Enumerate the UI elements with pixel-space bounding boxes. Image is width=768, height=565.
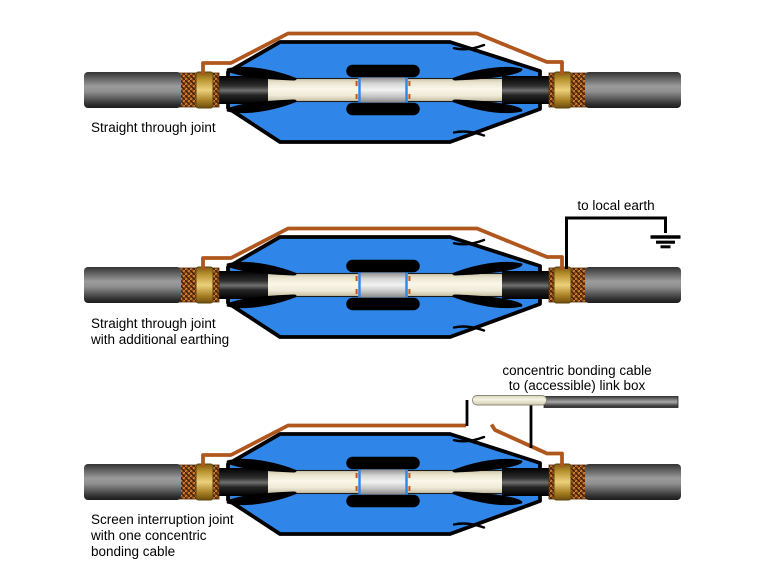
copper-screen-wire xyxy=(201,226,564,270)
bonding-leads xyxy=(465,400,533,448)
earth-wire xyxy=(565,216,667,269)
annotation-line: concentric bonding cable xyxy=(502,363,652,378)
diagram-straight-through-joint xyxy=(84,31,681,143)
label-straight-through-joint-earthing: Straight through joint with additional e… xyxy=(91,316,229,348)
copper-screen-wire xyxy=(201,31,564,75)
diagram-straight-through-joint-earthing xyxy=(84,216,681,337)
copper-screen-wire-right xyxy=(489,423,564,467)
label-line: Screen interruption joint xyxy=(91,512,234,527)
annotation-concentric-bonding-cable: concentric bonding cable to (accessible)… xyxy=(502,363,651,393)
label-line: Straight through joint xyxy=(91,316,216,331)
diagram-screen-interruption-joint xyxy=(84,395,681,535)
copper-screen-wire-left xyxy=(201,423,466,467)
label-screen-interruption-joint: Screen interruption joint with one conce… xyxy=(91,512,234,560)
label-straight-through-joint: Straight through joint xyxy=(91,120,216,136)
annotation-to-local-earth: to local earth xyxy=(577,198,654,213)
label-line: Straight through joint xyxy=(91,120,216,135)
annotation-line: to local earth xyxy=(577,198,655,213)
label-line: with additional earthing xyxy=(91,332,230,347)
annotation-line: to (accessible) link box xyxy=(508,378,646,393)
earth-symbol xyxy=(650,235,681,249)
label-line: with one concentric xyxy=(91,528,207,543)
label-line: bonding cable xyxy=(91,544,176,559)
bonding-cable xyxy=(472,395,679,408)
